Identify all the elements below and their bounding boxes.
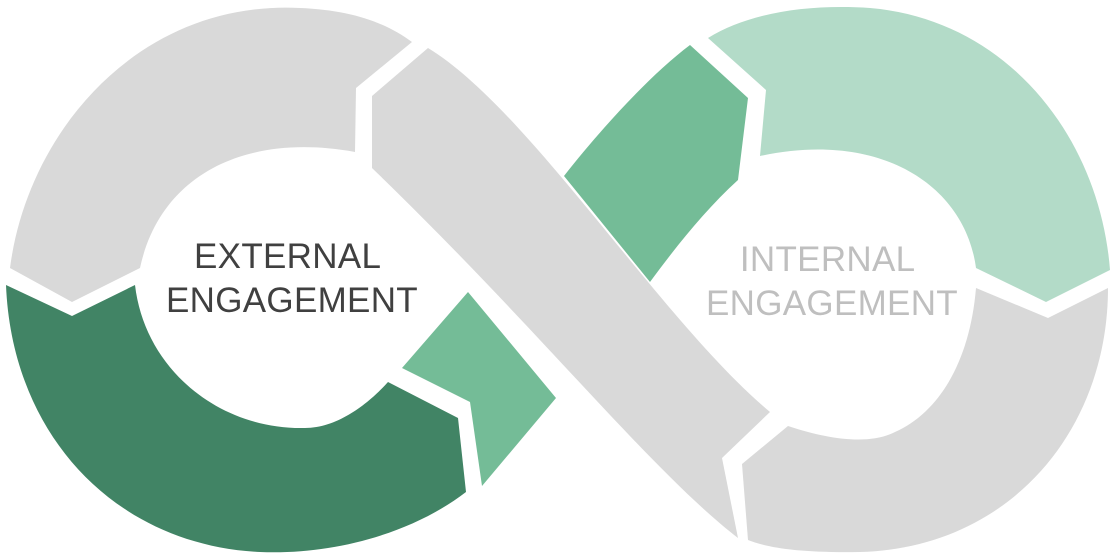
- internal-engagement-label: INTERNAL ENGAGEMENT: [706, 240, 958, 323]
- right-loop-grey-arc-segment: [742, 288, 1108, 553]
- external-engagement-label-line1: EXTERNAL: [194, 237, 380, 276]
- left-loop-mid-green-arrow-segment: [402, 292, 556, 486]
- right-loop-mid-green-arrow-segment: [564, 45, 748, 282]
- left-loop-grey-arc-segment: [10, 7, 412, 302]
- external-engagement-label: EXTERNAL ENGAGEMENT: [166, 237, 418, 320]
- left-loop: [6, 7, 556, 553]
- internal-engagement-label-line1: INTERNAL: [740, 240, 915, 279]
- external-engagement-label-line2: ENGAGEMENT: [166, 281, 418, 320]
- left-loop-dark-green-arc-segment: [6, 285, 466, 553]
- right-loop: [564, 7, 1110, 553]
- right-loop-light-green-arc-segment: [708, 7, 1110, 302]
- crossing-band-segment: [372, 48, 770, 538]
- internal-engagement-label-line2: ENGAGEMENT: [706, 284, 958, 323]
